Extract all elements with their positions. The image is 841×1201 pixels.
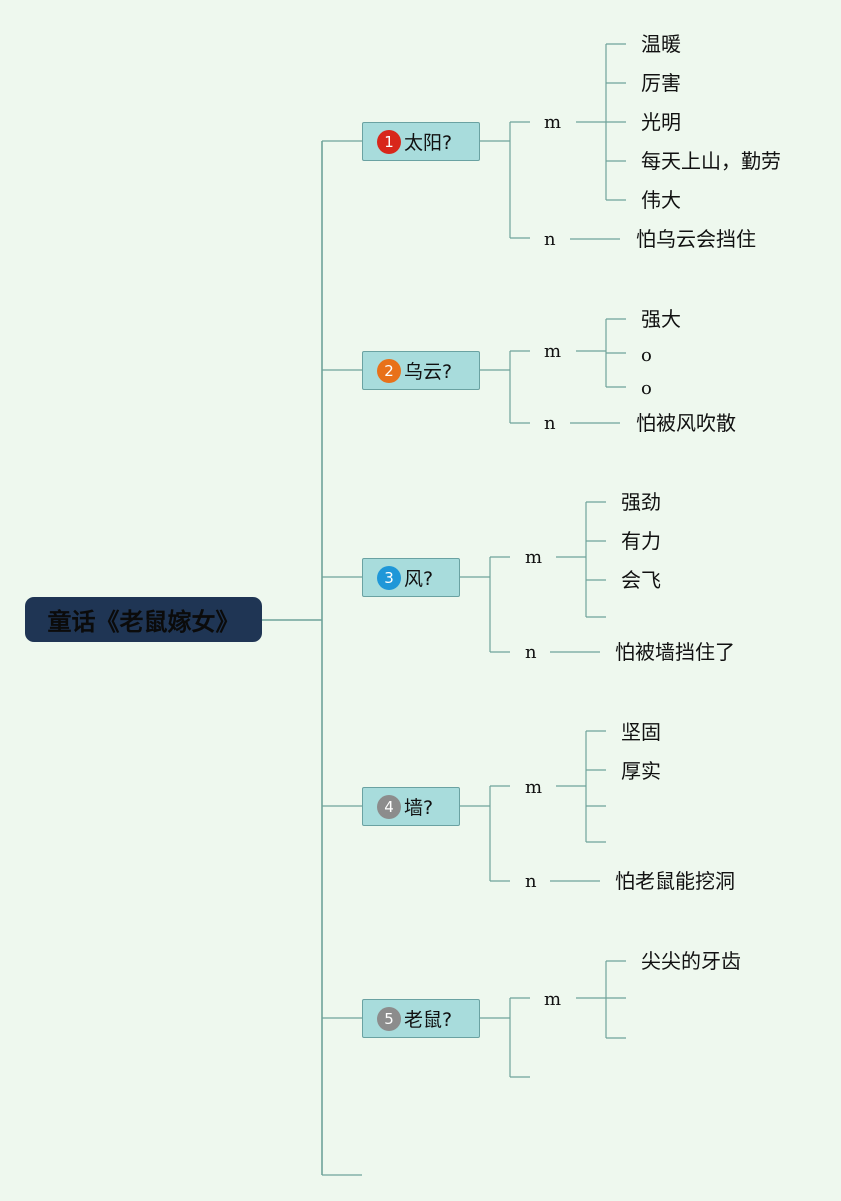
leaf-item: 光明 (641, 110, 681, 134)
topic-label: 乌云? (404, 361, 453, 383)
topic-label: 风? (404, 568, 434, 590)
root-node[interactable]: 童话《老鼠嫁女》 (25, 597, 262, 642)
m-label: m (544, 341, 562, 362)
leaf-item: 怕被墙挡住了 (615, 640, 735, 664)
leaf-item: 怕老鼠能挖洞 (615, 869, 735, 893)
root-title: 童话《老鼠嫁女》 (47, 608, 240, 636)
leaf-item: 尖尖的牙齿 (641, 949, 741, 973)
leaf-item: 坚固 (621, 720, 661, 744)
m-label: m (525, 777, 543, 798)
leaf-item: 会飞 (621, 568, 661, 592)
leaf-item: o (641, 345, 652, 366)
leaf-item: 有力 (621, 529, 661, 553)
m-label: m (544, 989, 562, 1010)
m-label: m (525, 547, 543, 568)
topic-label: 太阳? (404, 132, 453, 154)
number-badge: 2 (377, 358, 401, 383)
leaf-item: 每天上山，勤劳 (641, 149, 781, 173)
m-label: m (544, 112, 562, 133)
topic-label: 老鼠? (404, 1009, 453, 1031)
topic-label: 墙? (404, 797, 434, 819)
leaf-item: 怕乌云会挡住 (636, 227, 756, 251)
topic-node-3[interactable]: 3 风? (362, 558, 460, 597)
number-badge: 1 (377, 129, 401, 154)
n-label: n (525, 642, 537, 663)
topic-node-2[interactable]: 2 乌云? (362, 351, 480, 390)
topic-node-5[interactable]: 5 老鼠? (362, 999, 480, 1038)
number-badge: 5 (377, 1006, 401, 1031)
leaf-item: 温暖 (641, 32, 681, 56)
leaf-item: 强劲 (621, 490, 661, 514)
topic-node-4[interactable]: 4 墙? (362, 787, 460, 826)
leaf-item: 强大 (641, 307, 681, 331)
leaf-item: o (641, 378, 652, 399)
n-label: n (525, 871, 537, 892)
n-label: n (544, 413, 556, 434)
leaf-item: 伟大 (641, 188, 681, 212)
leaf-item: 厉害 (641, 71, 681, 95)
number-badge: 4 (377, 794, 401, 819)
number-badge: 3 (377, 565, 401, 590)
leaf-item: 怕被风吹散 (636, 411, 736, 435)
topic-node-1[interactable]: 1 太阳? (362, 122, 480, 161)
n-label: n (544, 229, 556, 250)
leaf-item: 厚实 (621, 759, 661, 783)
